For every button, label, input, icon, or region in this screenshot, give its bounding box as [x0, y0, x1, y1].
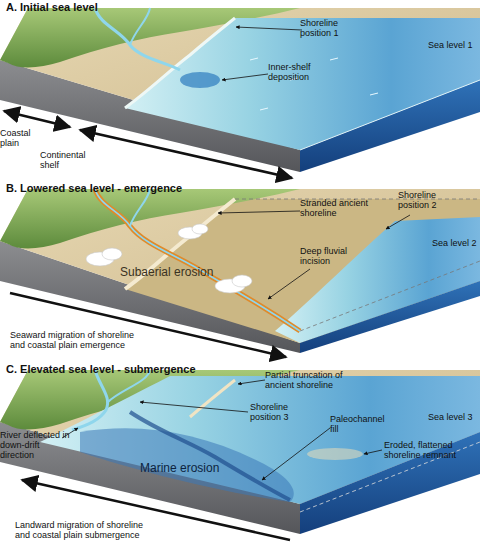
leader-line: [236, 27, 302, 30]
surface-label: Subaerial erosion: [120, 266, 250, 279]
former-sea-level: [300, 261, 480, 331]
shelf-deposit: [180, 72, 220, 88]
tributary: [130, 189, 150, 226]
callout-label: Shoreline position 3: [250, 402, 312, 422]
paleochannel: [130, 412, 290, 500]
level-label: Sea level 1: [428, 40, 478, 50]
leader-line: [386, 215, 410, 229]
sea-level-line: [300, 80, 480, 150]
river: [95, 189, 300, 331]
extent-label: Continental shelf: [40, 150, 100, 170]
leader-line: [238, 380, 265, 384]
panel-a: [0, 8, 480, 178]
leader-line: [218, 211, 300, 213]
extent-label: Coastal plain: [0, 128, 45, 148]
water-face: [300, 80, 480, 172]
migration-label: Seaward migration of shoreline and coast…: [10, 330, 145, 350]
extent-arrow: [4, 111, 70, 127]
wave-marks: [250, 58, 378, 110]
leader-line: [140, 402, 248, 412]
leader-line: [364, 450, 382, 454]
surface-label: Marine erosion: [140, 462, 270, 475]
callout-label: River deflected in down-drift direction: [0, 430, 72, 460]
extent-arrow: [80, 130, 292, 178]
panel-c: [0, 370, 480, 540]
clouds: [86, 224, 252, 293]
panel-b: [0, 189, 480, 357]
upland-hills: [0, 189, 300, 248]
deflected-river: [72, 370, 108, 430]
river: [95, 8, 180, 70]
migration-arrow: [10, 293, 286, 357]
coastal-plain: [0, 189, 480, 343]
callout-label: Paleochannel fill: [330, 414, 390, 434]
water-face: [300, 432, 480, 534]
sea-surface: [125, 18, 480, 150]
callout-label: Deep fluvial incision: [300, 246, 360, 266]
callout-label: Shoreline position 1: [300, 18, 360, 38]
water-face: [300, 281, 480, 353]
panel-heading: A. Initial sea level: [6, 1, 306, 13]
callout-label: Eroded, flattened shoreline remnant: [384, 440, 476, 460]
shoreline: [125, 18, 235, 108]
tributary: [130, 8, 150, 45]
callout-label: Inner-shelf deposition: [268, 62, 328, 82]
marine-erosion-zone: [80, 428, 294, 502]
leader-line: [262, 428, 330, 480]
incised-valley: [95, 189, 300, 331]
leader-line: [222, 74, 268, 80]
shoreline-remnant: [307, 448, 363, 460]
panel-heading: B. Lowered sea level - emergence: [6, 182, 306, 194]
callout-label: Shoreline position 2: [398, 190, 460, 210]
migration-label: Landward migration of shoreline and coas…: [15, 520, 145, 540]
leader-line: [268, 269, 310, 299]
panel-heading: C. Elevated sea level - submergence: [6, 363, 306, 375]
callout-label: Stranded ancient shoreline: [300, 198, 380, 218]
level-label: Sea level 3: [428, 412, 478, 422]
level-label: Sea level 2: [432, 238, 480, 248]
callout-label: Partial truncation of ancient shoreline: [265, 370, 360, 390]
truncated-shoreline: [190, 380, 235, 417]
